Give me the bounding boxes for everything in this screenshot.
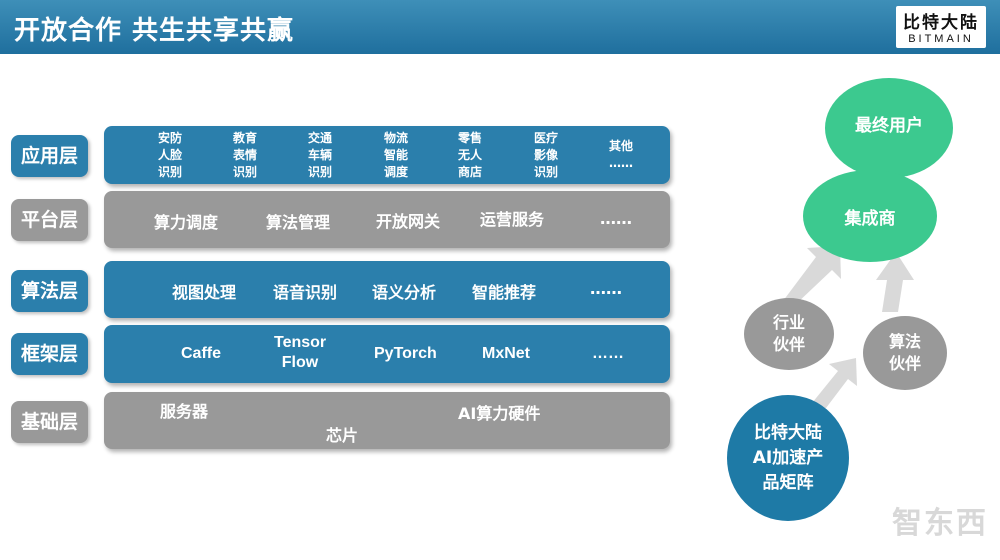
app-line: 安防: [157, 131, 182, 145]
algorithm-band: 视图处理 语音识别 语义分析 智能推荐 ……: [104, 261, 670, 318]
application-band: 安防 人脸 识别 教育 表情 识别 交通 车辆 识别 物流 智能 调度 零售 无…: [104, 126, 670, 184]
app-line: 医疗: [533, 131, 558, 145]
app-line: 智能: [383, 148, 408, 162]
app-retail: 零售 无人 商店: [450, 130, 490, 181]
app-traffic: 交通 车辆 识别: [300, 130, 340, 181]
infrastructure-band: 服务器 芯片 AI算力硬件: [104, 392, 670, 449]
arrow-industry-to-integrator: [780, 246, 841, 305]
integrator-label: 集成商: [844, 208, 896, 229]
infra-item: 服务器: [160, 402, 209, 421]
platform-item: 算力调度: [154, 213, 219, 232]
app-line: 识别: [307, 165, 332, 179]
industry-partner-line: 伙伴: [772, 335, 805, 354]
algo-partner-line: 算法: [888, 332, 921, 351]
framework-item: Caffe: [181, 345, 222, 362]
app-line: 识别: [232, 165, 257, 179]
app-line: 零售: [457, 131, 482, 145]
app-line: 人脸: [157, 148, 182, 162]
algorithm-item: ……: [590, 279, 622, 298]
infra-item: AI算力硬件: [458, 404, 541, 423]
algorithm-partner-bubble: 算法 伙伴: [863, 316, 947, 390]
platform-item: 开放网关: [376, 212, 441, 231]
app-line: 识别: [157, 165, 182, 179]
framework-item: PyTorch: [374, 345, 437, 362]
platform-item: ……: [600, 209, 632, 228]
app-education: 教育 表情 识别: [225, 130, 265, 181]
header-banner: 开放合作 共生共享共赢 比特大陆 BITMAIN: [0, 0, 1000, 54]
infra-item: 芯片: [326, 426, 359, 445]
platform-item: 算法管理: [266, 213, 331, 232]
app-line: 教育: [232, 131, 257, 145]
framework-item: Tensor: [274, 334, 327, 351]
logo-en: BITMAIN: [908, 33, 974, 45]
app-other: 其他 ……: [601, 138, 641, 172]
app-line: 影像: [533, 148, 558, 162]
bitmain-line: AI加速产: [752, 447, 824, 468]
logo-cn: 比特大陆: [903, 13, 979, 33]
industry-partner-bubble: 行业 伙伴: [744, 298, 834, 370]
layer-label-platform: 平台层: [11, 199, 88, 241]
layer-label-framework: 框架层: [11, 333, 88, 375]
app-security: 安防 人脸 识别: [150, 130, 190, 181]
arrow-bitmain-to-industry: [808, 358, 857, 408]
app-line: 表情: [232, 148, 257, 162]
bitmain-line: 比特大陆: [754, 422, 822, 443]
arrow-algo-to-integrator: [876, 252, 914, 312]
app-medical: 医疗 影像 识别: [526, 130, 566, 181]
app-line: ……: [609, 156, 633, 170]
layer-label-algorithm: 算法层: [11, 270, 88, 312]
app-line: 商店: [457, 165, 482, 179]
layer-label-application: 应用层: [11, 135, 88, 177]
integrator-bubble: 集成商: [803, 170, 937, 262]
platform-item: 运营服务: [480, 210, 545, 229]
industry-partner-line: 行业: [772, 313, 805, 332]
app-line: 物流: [383, 131, 408, 145]
end-user-bubble: 最终用户: [825, 78, 953, 178]
algorithm-item: 语义分析: [372, 283, 437, 302]
algo-partner-line: 伙伴: [888, 354, 921, 373]
app-line: 调度: [383, 165, 408, 179]
end-user-label: 最终用户: [855, 115, 923, 136]
app-line: 交通: [307, 131, 332, 145]
framework-item: MxNet: [482, 345, 531, 362]
app-logistics: 物流 智能 调度: [376, 130, 416, 181]
app-line: 无人: [457, 148, 482, 162]
framework-item: ……: [592, 345, 624, 362]
algorithm-item: 视图处理: [172, 283, 237, 302]
platform-band: 算力调度 算法管理 开放网关 运营服务 ……: [104, 191, 670, 248]
watermark: 智东西: [892, 506, 988, 541]
framework-band: Caffe Tensor Flow PyTorch MxNet ……: [104, 325, 670, 383]
bitmain-line: 品矩阵: [762, 472, 814, 493]
app-line: 车辆: [307, 148, 332, 162]
bitmain-logo: 比特大陆 BITMAIN: [896, 6, 986, 48]
algorithm-item: 智能推荐: [472, 283, 537, 302]
app-line: 识别: [533, 165, 558, 179]
algorithm-item: 语音识别: [273, 283, 338, 302]
bitmain-products-bubble: 比特大陆 AI加速产 品矩阵: [727, 395, 849, 521]
framework-item: Flow: [281, 354, 319, 371]
app-line: 其他: [608, 139, 633, 153]
page-title: 开放合作 共生共享共赢: [14, 16, 295, 46]
layer-label-infrastructure: 基础层: [11, 401, 88, 443]
